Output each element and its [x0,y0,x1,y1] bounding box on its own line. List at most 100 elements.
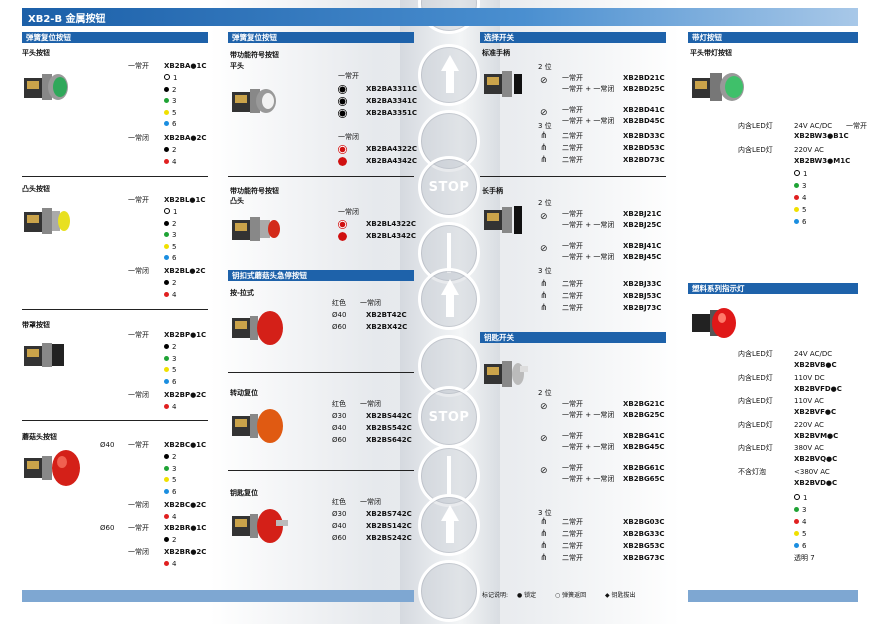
contact-type: 二常开 [562,144,583,152]
color-option: 5 [164,243,176,251]
diameter: Ø40 [332,522,347,530]
section-title: 选择开关 [480,32,666,43]
contact-type: 一常开 [128,62,149,70]
push-pull-emergency-stop-image [232,311,283,345]
color-option: 4 [164,560,176,568]
color-option: 4 [164,513,176,521]
part-number: XB2BVB●C [794,361,837,369]
divider [480,176,666,177]
flush-pushbutton-image [24,74,68,100]
legend-item: ◆ 钥匙拔出 [605,592,636,600]
contact-type: 一常开 [562,464,583,472]
contact-type: 一常闭 [338,133,359,141]
color-code: 2 [172,536,177,544]
color-option: 2 [164,343,176,351]
selector-position-icon: ⊘ [540,212,548,222]
color-option: 5 [794,206,806,214]
part-number: XB2BJ41C [623,242,662,250]
color-code: 5 [172,476,177,484]
projecting-symbol-button-image [232,217,280,241]
color-dot-icon [164,367,169,372]
part-number: XB2BD41C [623,106,665,114]
part-number: XB2BA●1C [164,62,207,70]
position-label: 3 位 [538,509,552,517]
ring-decoration [418,560,480,622]
color-option: 1 [164,74,177,82]
three-position-icon: ⋔ [540,541,548,551]
part-number: XB2BVFD●C [794,384,842,393]
part-number: XB2BS642C [366,436,412,444]
color-code: 6 [802,218,807,226]
diameter: Ø60 [332,534,347,542]
group-title: 带罩按钮 [22,321,50,329]
color-dot-icon [164,561,169,566]
lamp-type: 内含LED灯 [738,373,773,382]
color-option: 6 [164,254,176,262]
color-code: 4 [802,194,807,202]
color-code: 3 [802,506,807,514]
arrow-up-icon [418,268,480,330]
color-dot-icon [164,355,169,361]
section-title: 弹簧复位按钮 [22,32,208,43]
stop-sign-icon: STOP [418,386,480,448]
legend-item: ● 锁定 [517,592,536,600]
color-option: 2 [164,279,176,287]
color-option: 1 [794,170,807,178]
contact-type: 一常开 [562,74,583,82]
stop-sign-icon: STOP [418,156,480,218]
color-dot-icon [794,207,799,212]
voltage: <380V AC [794,467,830,476]
color-dot-icon [794,531,799,536]
part-number: XB2BL●2C [164,267,206,275]
contact-type: 一常开 [128,441,149,449]
three-position-icon: ⋔ [540,155,548,165]
contact-type: 二常开 [562,530,583,538]
contact-type: 一常开 [562,432,583,440]
group-title: 转动复位 [230,389,258,397]
contact-type: 一常开 + 一常闭 [562,475,615,483]
group-title: 钥匙复位 [230,489,258,497]
color-dot-icon [164,477,169,482]
page-header: XB2-B 金属按钮 [22,8,858,26]
voltage: 110V AC [794,397,824,405]
color-code: 6 [172,120,177,128]
legend-label: 钥匙拔出 [611,592,636,599]
part-number: XB2BD53C [623,144,665,152]
three-position-icon: ⋔ [540,517,548,527]
color-code: 6 [802,542,807,550]
color-label: 红色 [332,299,346,307]
diameter: Ø30 [332,510,347,518]
part-number: XB2BS542C [366,424,412,432]
color-code: 5 [172,366,177,374]
contact-type: 一常开 [846,122,867,130]
contact-type: 一常开 [562,210,583,218]
symbol-pushbutton-image [232,89,276,113]
color-option: 3 [794,182,806,190]
part-number: XB2BJ25C [623,221,662,229]
part-number: XB2BS442C [366,412,412,420]
color-code: 1 [803,170,808,178]
color-dot-icon [164,98,169,103]
color-code: 4 [172,560,177,568]
part-number: XB2BA3351C [366,109,417,117]
three-position-icon: ⋔ [540,303,548,313]
mushroom-pushbutton-image [24,450,80,486]
color-code: 2 [172,279,177,287]
contact-type: 一常闭 [360,498,381,506]
color-dot-icon [794,543,799,548]
lamp-type: 内含LED灯 [738,397,773,405]
selector-position-icon: ⊘ [540,434,548,444]
color-code: 6 [172,254,177,262]
color-code: 3 [172,97,177,105]
contact-type: 二常开 [562,518,583,526]
color-code: 1 [173,74,178,82]
spring-return-icon: ○ [555,592,561,599]
contact-type: 二常开 [562,304,583,312]
part-number: XB2BR●2C [164,548,207,556]
color-dot-icon [164,109,169,115]
position-label: 2 位 [538,389,552,397]
color-option: 4 [794,194,806,202]
color-code: 2 [172,343,177,351]
diameter: Ø40 [100,441,115,449]
position-label: 3 位 [538,267,552,275]
